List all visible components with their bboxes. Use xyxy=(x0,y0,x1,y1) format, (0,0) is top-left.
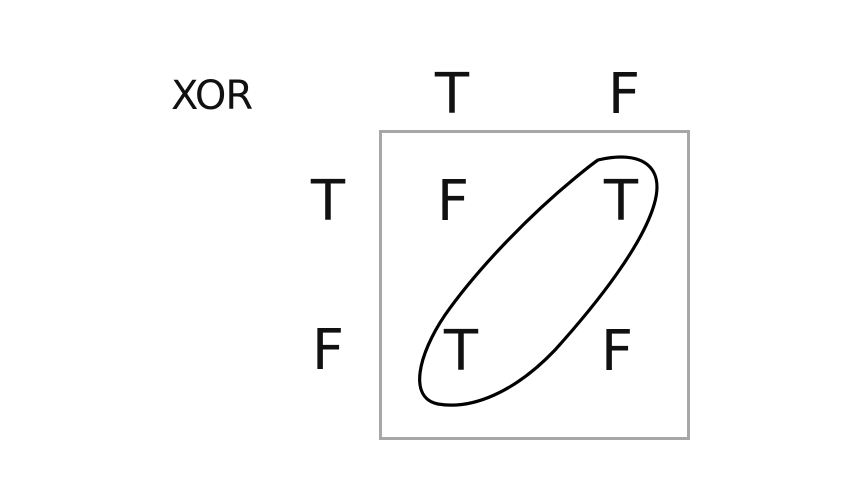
row-header-1: T xyxy=(310,169,346,234)
cell-r2-c2: F xyxy=(600,319,634,384)
truth-table-box xyxy=(379,130,690,440)
cell-r1-c2: T xyxy=(603,169,639,234)
column-header-1: T xyxy=(434,62,470,127)
cell-r2-c1: T xyxy=(443,319,479,384)
diagram-title: XOR xyxy=(171,73,253,119)
row-header-2: F xyxy=(311,318,345,383)
column-header-2: F xyxy=(607,62,641,127)
cell-r1-c1: F xyxy=(436,169,470,234)
